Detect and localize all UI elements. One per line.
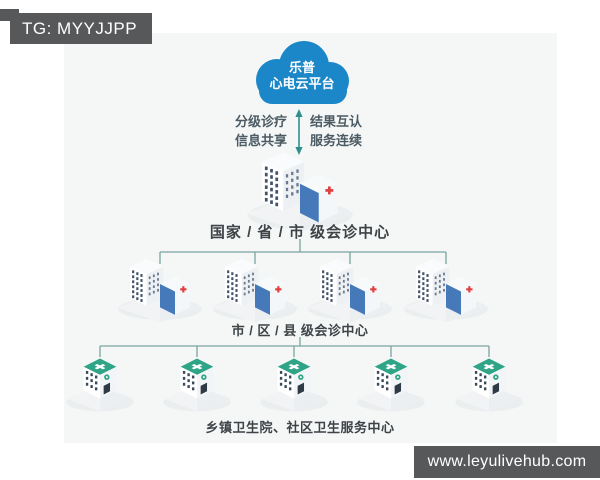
hospital-building <box>110 254 210 324</box>
hospital-building <box>300 254 400 324</box>
clinic-building <box>156 353 238 415</box>
hospital-building <box>205 254 305 324</box>
level-1-label: 国家 / 省 / 市 级会诊中心 <box>209 224 391 241</box>
clinic-building <box>448 353 530 415</box>
exchange-label: 结果互认 <box>310 114 363 129</box>
clinic-building <box>59 353 141 415</box>
cloud-title-line1: 乐普 <box>288 60 315 75</box>
exchange-label: 分级诊疗 <box>234 114 287 129</box>
cloud-title-line2: 心电云平台 <box>269 76 335 91</box>
cloud-platform: 乐普 心电云平台 <box>243 38 361 110</box>
exchange-label: 信息共享 <box>234 133 287 148</box>
hospital-building <box>396 254 496 324</box>
exchange-label: 服务连续 <box>310 133 363 148</box>
watermark-bottom: www.leyulivehub.com <box>414 446 600 478</box>
clinic-building <box>350 353 432 415</box>
cloud-title: 乐普 心电云平台 <box>243 60 361 92</box>
level-3-label: 乡镇卫生院、社区卫生服务中心 <box>205 420 395 435</box>
exchange-labels-right: 结果互认 服务连续 <box>310 112 362 150</box>
exchange-labels-left: 分级诊疗 信息共享 <box>235 112 287 150</box>
level-2-label: 市 / 区 / 县 级会诊中心 <box>231 323 369 338</box>
clinic-building <box>253 353 335 415</box>
cloud-icon <box>256 41 349 104</box>
watermark-top: TG: MYYJJPP <box>10 13 152 44</box>
